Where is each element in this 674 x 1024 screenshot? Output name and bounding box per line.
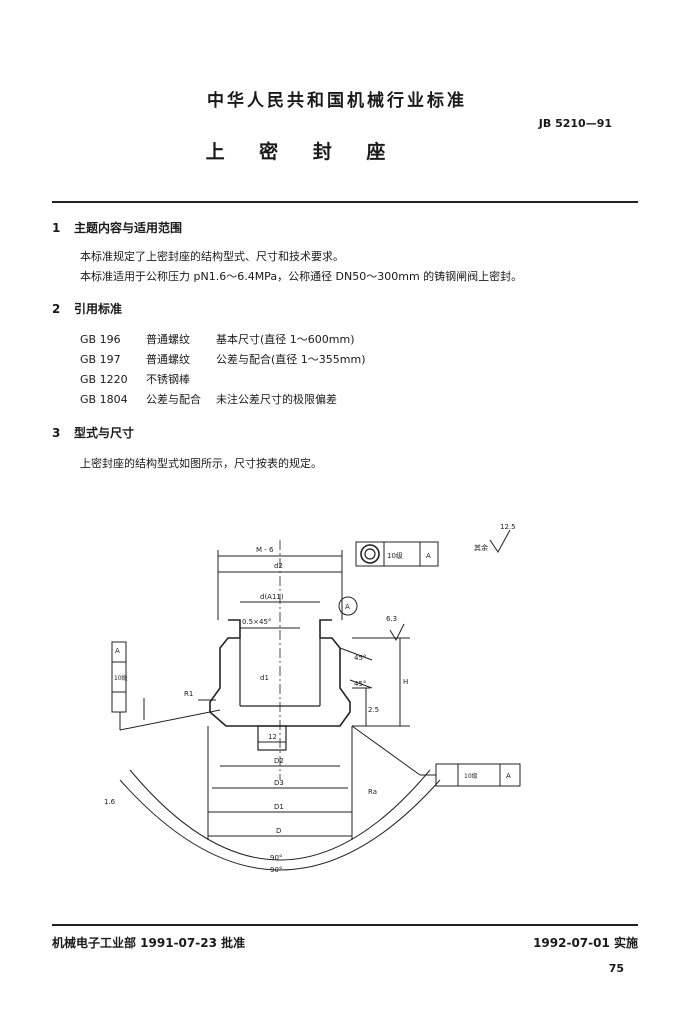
section-number: 1 [52,221,61,235]
section-1-paragraph-2: 本标准适用于公称压力 pN1.6～6.4MPa，公称通径 DN50～300mm … [80,270,523,283]
section-title: 主题内容与适用范围 [74,221,183,235]
reference-desc: 基本尺寸(直径 1～600mm) [216,333,355,346]
implementation-date: 1992-07-01 实施 [533,936,638,950]
standard-organization: 中华人民共和国机械行业标准 [207,91,467,111]
label-chamfer: 0.5×45° [242,618,271,626]
reference-row: GB 1220 不锈钢棒 [80,371,216,387]
reference-row: GB 197 普通螺纹 公差与配合(直径 1～355mm) [80,351,366,367]
label-angle-1: 45° [354,654,366,662]
label-d1: d1 [260,674,269,682]
label-d2: d2 [274,562,283,570]
label-tol-left: 10级 [114,674,128,682]
section-3-heading: 3 型式与尺寸 [52,424,134,441]
seal-seat-drawing: M - 6 d2 d(A11) 0.5×45° 12.5 其余 6.3 A 10… [104,523,521,874]
section-1-paragraph-1: 本标准规定了上密封座的结构型式、尺寸和技术要求。 [80,250,344,263]
label-datum-right: A [506,772,511,780]
label-angle-90b: 90° [270,866,282,874]
label-roughness-16: 1.6 [104,798,116,806]
reference-name: 普通螺纹 [146,353,190,366]
section-title: 型式与尺寸 [74,426,135,440]
section-3-paragraph-1: 上密封座的结构型式如图所示，尺寸按表的规定。 [80,457,322,470]
standard-code: JB 5210—91 [538,117,612,130]
page-number: 75 [608,962,624,975]
reference-desc: 公差与配合(直径 1～355mm) [216,353,366,366]
label-roughness-main: 12.5 [500,523,516,531]
reference-name: 普通螺纹 [146,333,190,346]
section-title: 引用标准 [74,302,123,316]
label-d-a11: d(A11) [260,593,284,601]
label-tol-top: 10级 [387,551,403,560]
label-tol-right: 10级 [464,772,478,780]
reference-desc: 未注公差尺寸的极限偏差 [216,393,337,406]
footer-rule [52,924,638,926]
label-angle-90a: 90° [270,854,282,862]
label-dim-12: 12 [268,733,277,741]
header-rule [52,201,638,203]
reference-code: GB 1220 [80,373,128,386]
reference-code: GB 197 [80,353,121,366]
label-roughness-r: Ra [368,788,377,796]
section-1-heading: 1 主题内容与适用范围 [52,219,182,236]
label-D1: D1 [274,803,284,811]
reference-row: GB 196 普通螺纹 基本尺寸(直径 1～600mm) [80,331,355,347]
label-D3: D3 [274,779,284,787]
section-number: 2 [52,302,61,316]
label-datum: A [345,603,350,611]
label-roughness-rest: 其余 [474,543,488,552]
label-datum-top: A [426,552,431,560]
label-r1: R1 [184,690,193,698]
reference-name: 公差与配合 [146,393,201,406]
reference-code: GB 1804 [80,393,128,406]
approval-line: 机械电子工业部 1991-07-23 批准 [52,936,246,950]
reference-row: GB 1804 公差与配合 未注公差尺寸的极限偏差 [80,391,337,407]
label-h2: 2.5 [368,706,379,714]
label-datum-left: A [115,647,120,655]
label-h: H [403,678,408,686]
label-D: D [276,827,281,835]
label-thread: M - 6 [256,546,274,554]
document-title: 上 密 封 座 [205,141,400,163]
reference-name: 不锈钢棒 [146,373,190,386]
section-2-heading: 2 引用标准 [52,300,122,317]
label-roughness-top: 6.3 [386,615,397,623]
label-D2: D2 [274,757,284,765]
label-angle-2: 45° [354,680,366,688]
reference-code: GB 196 [80,333,121,346]
section-number: 3 [52,426,61,440]
